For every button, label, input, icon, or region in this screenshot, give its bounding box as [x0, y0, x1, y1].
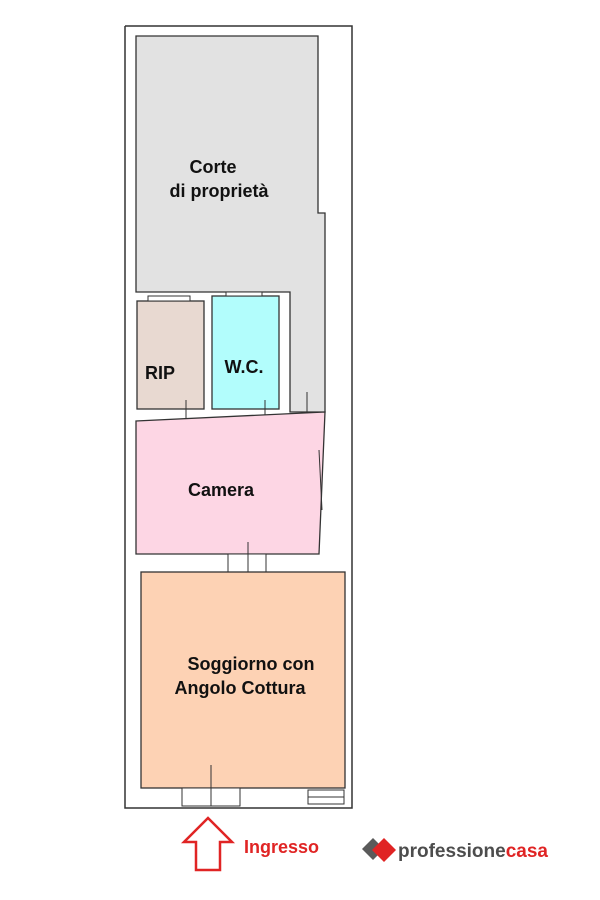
corte-label-line2: di proprietà — [169, 181, 269, 201]
room-soggiorno — [140, 571, 346, 789]
entrance-label: Ingresso — [244, 837, 319, 857]
camera-label: Camera — [188, 480, 255, 500]
wc-label: W.C. — [225, 357, 264, 377]
rip-label: RIP — [145, 363, 175, 383]
soggiorno-label-line2: Angolo Cottura — [175, 678, 307, 698]
brand-name: professionecasa — [398, 841, 548, 862]
room-wc — [211, 295, 280, 410]
door-camera-soggiorno — [227, 553, 267, 573]
room-camera — [135, 411, 326, 555]
soggiorno-label-line1: Soggiorno con — [188, 654, 315, 674]
room-rip — [136, 300, 205, 410]
brand-logo: professionecasa — [362, 838, 548, 862]
entrance-arrow-icon — [180, 816, 236, 872]
brand-logo-diamond-icon — [372, 838, 396, 862]
wc-window — [225, 291, 263, 297]
brand-name-part1: professione — [398, 841, 506, 862]
outer-wall — [124, 25, 353, 809]
rip-window — [147, 295, 191, 302]
camera-wall-detail — [318, 449, 323, 511]
corte-label-line1: Corte — [189, 157, 236, 177]
brand-name-part2: casa — [506, 841, 549, 862]
